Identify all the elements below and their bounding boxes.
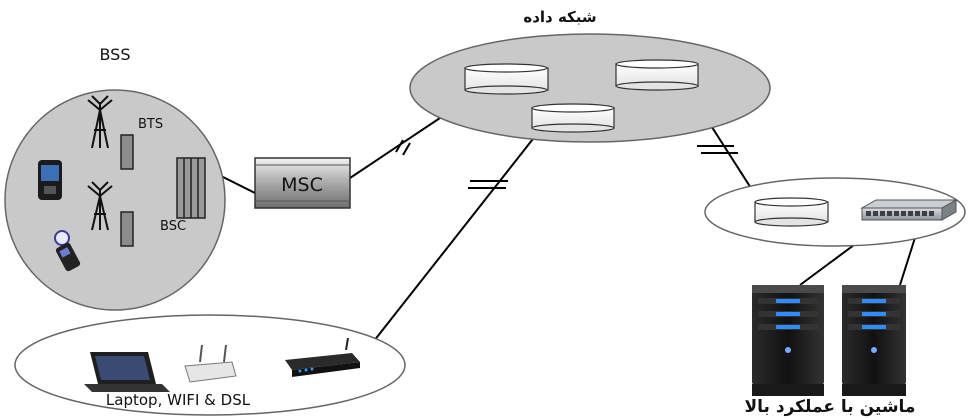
bss-group: BSS BTS BSC — [4, 45, 226, 311]
wifi-access-point-icon — [184, 344, 237, 383]
server-network-group — [704, 177, 966, 247]
database-cylinder-icon — [464, 63, 549, 95]
database-cylinder-icon — [531, 103, 615, 133]
data-network-group: شبکه داده — [409, 8, 771, 143]
link-break-marks — [395, 139, 738, 189]
msc-label: MSC — [281, 174, 323, 196]
msc-node: MSC — [254, 157, 351, 209]
bsc-label: BSC — [160, 219, 186, 234]
bts-label: BTS — [138, 117, 163, 132]
link-router-datanet — [354, 129, 541, 366]
high-performance-label: ماشین با عملکرد بالا — [745, 397, 916, 417]
access-network-label: Laptop, WIFI & DSL — [106, 391, 251, 409]
bts-unit-1 — [120, 134, 134, 170]
data-network-label: شبکه داده — [523, 8, 596, 26]
bsc-unit — [176, 157, 206, 219]
server-tower-icon — [842, 285, 906, 396]
mobile-phone-icon — [38, 160, 62, 200]
antenna-tower-icon — [87, 95, 113, 149]
dsl-router-icon — [285, 337, 360, 377]
database-cylinder-icon — [754, 197, 829, 227]
network-switch-icon — [860, 199, 958, 221]
server-tower-icon — [752, 285, 824, 396]
database-cylinder-icon — [615, 59, 699, 91]
bts-unit-2 — [120, 211, 134, 247]
access-network-group: Laptop, WIFI & DSL — [14, 314, 406, 416]
laptop-icon — [84, 352, 170, 392]
server-network-cloud — [704, 177, 966, 247]
antenna-tower-icon — [87, 181, 113, 231]
satellite-phone-icon — [54, 230, 81, 272]
bss-label: BSS — [99, 45, 130, 64]
